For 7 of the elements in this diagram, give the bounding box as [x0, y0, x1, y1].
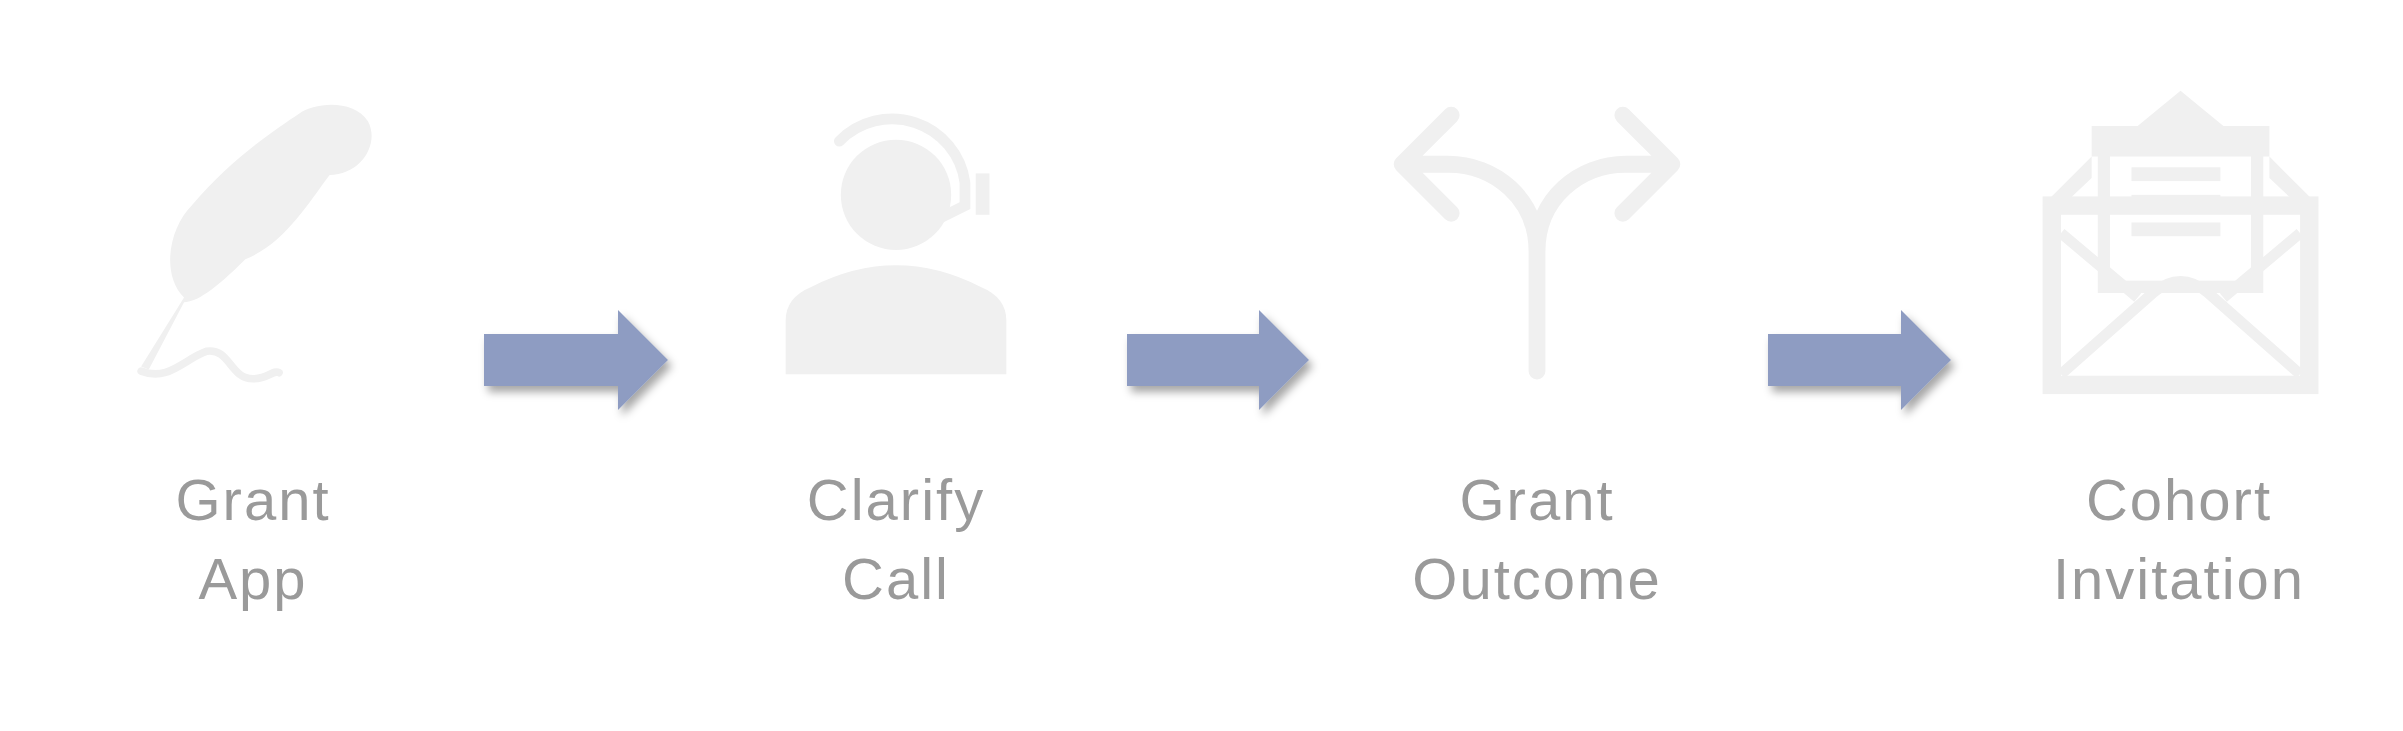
step-label: Grant App	[175, 466, 331, 613]
block-arrow	[484, 310, 668, 410]
block-arrow	[1127, 310, 1309, 410]
step-label: Cohort Invitation	[2052, 466, 2306, 613]
step-label: Grant Outcome	[1412, 466, 1662, 613]
step-label: Clarify Call	[806, 466, 986, 613]
block-arrow	[1768, 310, 1951, 410]
